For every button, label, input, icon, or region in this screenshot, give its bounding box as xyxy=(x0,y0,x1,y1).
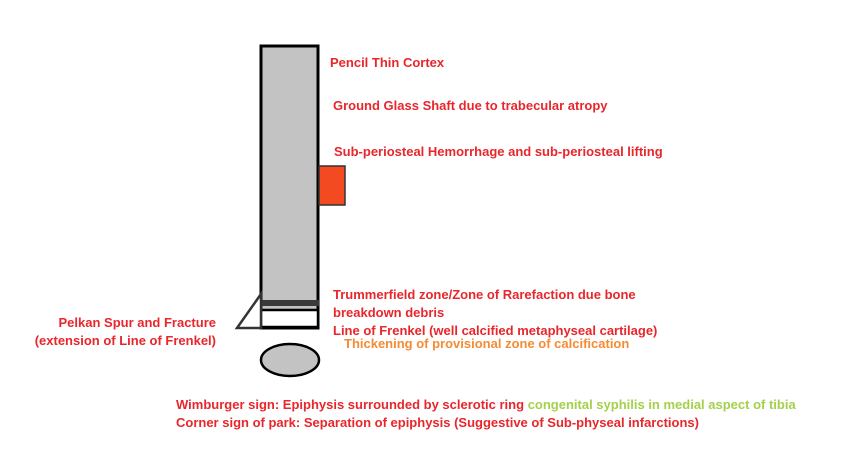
label-subperiosteal-hemorrhage: Sub-periosteal Hemorrhage and sub-perios… xyxy=(334,144,663,159)
label-trummerfield-zone-line2: breakdown debris xyxy=(333,305,445,320)
pelkan-spur xyxy=(234,290,263,330)
label-corner-sign: Corner sign of park: Separation of epiph… xyxy=(176,415,699,430)
label-ground-glass-shaft: Ground Glass Shaft due to trabecular atr… xyxy=(333,98,608,113)
label-pencil-thin-cortex: Pencil Thin Cortex xyxy=(330,55,445,70)
epiphysis xyxy=(259,342,321,378)
label-wimburger-sign: Wimburger sign: Epiphysis surrounded by … xyxy=(176,397,525,412)
label-pelkan-spur-line2: (extension of Line of Frenkel) xyxy=(34,333,216,348)
metaphyseal-zone xyxy=(259,308,320,329)
bone-shaft xyxy=(259,44,320,330)
label-wimburger-row: Wimburger sign: Epiphysis surrounded by … xyxy=(176,396,796,413)
label-line-of-frenkel: Line of Frenkel (well calcified metaphys… xyxy=(333,323,658,338)
label-pelkan-spur-line1: Pelkan Spur and Fracture xyxy=(58,315,217,330)
subperiosteal-hemorrhage-block xyxy=(318,165,346,206)
line-of-frenkel-band xyxy=(262,300,319,306)
label-provisional-zone: Thickening of provisional zone of calcif… xyxy=(344,336,630,351)
label-trummerfield-zone-line1: Trummerfield zone/Zone of Rarefaction du… xyxy=(333,287,636,302)
label-congenital-syphilis: congenital syphilis in medial aspect of … xyxy=(527,397,796,412)
